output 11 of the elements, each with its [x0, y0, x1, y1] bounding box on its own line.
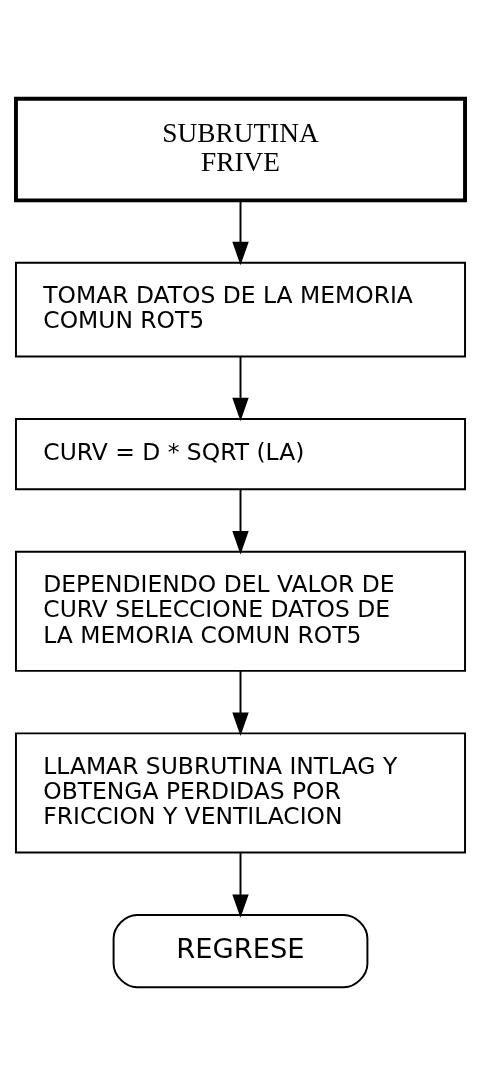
arrow	[232, 669, 249, 736]
node-box: CURV = D * SQRT (LA)	[15, 417, 466, 490]
node-box: LLAMAR SUBRUTINA INTLAG Y OBTENGA PERDIDAS POR FRICCION Y VENTILACION	[15, 731, 466, 853]
node-box: SUBRUTINA FRIVE	[14, 96, 467, 202]
arrow	[232, 487, 249, 554]
arrow	[232, 851, 249, 918]
arrow	[232, 199, 249, 265]
arrow	[232, 355, 249, 421]
node-box: TOMAR DATOS DE LA MEMORIA COMUN ROT5	[15, 261, 466, 357]
node-box: DEPENDIENDO DEL VALOR DE CURV SELECCIONE DATOS DE LA MEMORIA COMUN ROT5	[15, 550, 466, 672]
node-box: REGRESE	[112, 913, 369, 988]
